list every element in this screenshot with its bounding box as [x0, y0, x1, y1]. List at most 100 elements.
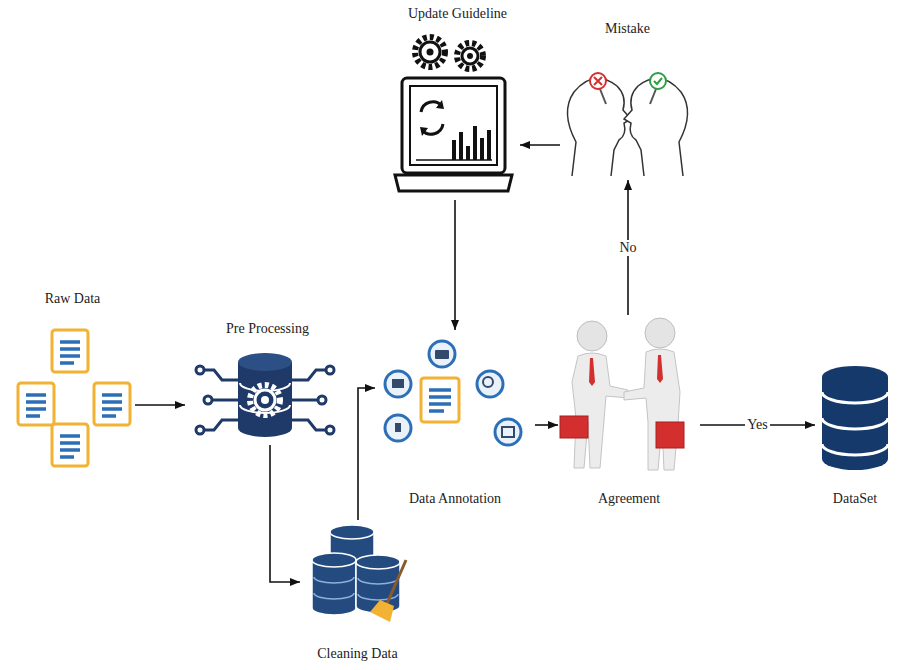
icon-part [624, 78, 688, 176]
heads-icon [567, 73, 687, 176]
icon-part [312, 553, 356, 567]
icon-part [402, 78, 505, 173]
icon-part [392, 350, 514, 437]
cleaning-data-icon [312, 525, 406, 622]
icon-part [292, 420, 326, 430]
preprocessing-node: Pre Processing [185, 320, 350, 445]
icon-part [420, 42, 440, 62]
icon-part [238, 362, 292, 437]
icon-part [385, 371, 411, 397]
mistake-node: Mistake [560, 20, 695, 180]
icon-part [427, 49, 434, 56]
icon-part [326, 366, 334, 374]
raw-data-icon [18, 330, 130, 466]
icon-part [330, 525, 374, 539]
icon-part [657, 355, 663, 383]
node-label: Raw Data [45, 290, 101, 308]
handshake-figures [560, 318, 684, 470]
icon-part [473, 126, 477, 160]
icon-part [238, 353, 292, 371]
icon-part [452, 140, 456, 160]
icon-part [656, 422, 684, 448]
icon-part [462, 48, 478, 64]
icon-part [250, 385, 280, 415]
icon-part [421, 378, 459, 422]
node-label: Pre Processing [226, 320, 309, 338]
laptop-icon [395, 37, 512, 191]
icon-part [102, 395, 122, 416]
icon-part [467, 53, 473, 59]
icon-part [196, 366, 204, 374]
icon-part [292, 370, 326, 380]
icon-part [318, 396, 326, 404]
icon-part [577, 321, 607, 351]
icon-part [356, 555, 400, 569]
icon-part [477, 371, 503, 397]
icon-part [624, 349, 680, 470]
flow-arrow [520, 144, 560, 146]
icon-part [26, 395, 46, 416]
dataset-icon [822, 366, 888, 470]
icon-part [452, 126, 491, 160]
dataset-node: DataSet [815, 360, 895, 510]
icon-part [52, 330, 88, 372]
icon-part [94, 383, 130, 425]
icon-part [822, 366, 888, 388]
icon-part [261, 396, 269, 404]
icon-part [385, 341, 521, 445]
icon-part [385, 415, 411, 441]
icon-part [395, 423, 401, 432]
icon-part [415, 37, 445, 67]
icon-part [650, 89, 656, 104]
icon-part [326, 426, 334, 434]
preprocessing-icon [196, 353, 334, 437]
flow-arrow [454, 200, 456, 330]
icon-part [370, 600, 394, 622]
flow-arrow [270, 445, 300, 582]
icon-part [435, 350, 449, 359]
icon-part [255, 390, 275, 410]
icon-part [589, 358, 595, 386]
node-label: Cleaning Data [317, 645, 397, 663]
flow-arrow [135, 404, 185, 406]
node-label: Mistake [605, 20, 650, 38]
raw-data-node: Raw Data [10, 290, 135, 465]
icon-part [650, 73, 666, 89]
icon-part [560, 416, 588, 438]
icon-part [567, 78, 631, 176]
flow-arrow [358, 388, 375, 520]
node-label: Data Annotation [409, 490, 501, 508]
icon-part [314, 577, 398, 600]
icon-part [18, 383, 54, 425]
icon-part [212, 399, 238, 402]
icon-part [204, 420, 238, 430]
icon-part [204, 396, 212, 404]
icon-part [416, 159, 492, 161]
edge-label: Yes [745, 417, 769, 433]
icon-part [572, 353, 628, 468]
edge-label: No [617, 240, 638, 256]
icon-part [654, 78, 662, 84]
icon-part [645, 318, 675, 348]
icon-part [60, 436, 80, 457]
icon-part [410, 86, 497, 165]
icon-part [392, 379, 404, 388]
agreement-node: Agreement [558, 315, 700, 510]
icon-part [822, 377, 888, 470]
icon-part [459, 132, 463, 160]
icon-part [822, 392, 888, 455]
icon-part [204, 370, 238, 380]
icon-part [395, 175, 512, 191]
icon-part [480, 138, 484, 160]
icon-part [590, 73, 606, 89]
icon-part [196, 426, 204, 434]
icon-part [600, 89, 606, 104]
node-label: DataSet [833, 490, 877, 508]
icon-part [429, 390, 451, 411]
flow-arrow [535, 424, 558, 426]
guideline-node: Update Guideline [395, 5, 520, 200]
icon-part [594, 77, 602, 85]
icon-part [52, 424, 88, 466]
